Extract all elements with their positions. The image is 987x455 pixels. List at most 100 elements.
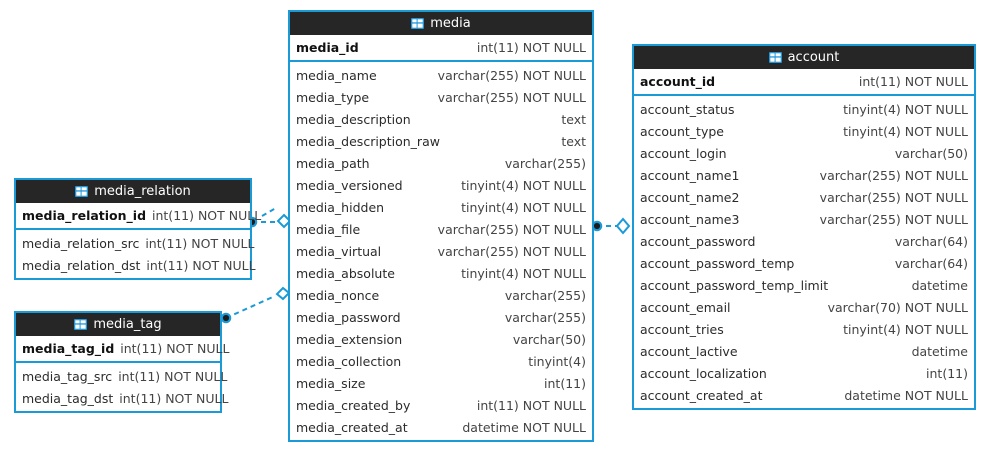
connector-open-diamond xyxy=(615,217,631,235)
column-name: account_created_at xyxy=(640,387,763,403)
column-name: account_name1 xyxy=(640,167,740,183)
column-name: media_tag_src xyxy=(22,368,113,384)
column-name: media_type xyxy=(296,89,370,105)
column-type: varchar(255) NOT NULL xyxy=(819,211,968,227)
column-type: tinyint(4) NOT NULL xyxy=(461,199,586,215)
column-name: account_status xyxy=(640,101,735,117)
column-row: media_tag_id int(11) NOT NULL xyxy=(16,336,229,361)
column-type: varchar(255) NOT NULL xyxy=(437,89,586,105)
column-row: media_created_at datetime NOT NULL xyxy=(290,416,592,438)
column-type: datetime xyxy=(911,277,968,293)
column-name: account_password_temp xyxy=(640,255,795,271)
column-type: datetime NOT NULL xyxy=(844,387,968,403)
column-name: media_relation_dst xyxy=(22,257,141,273)
entity-media-relation[interactable]: media_relation media_relation_id int(11)… xyxy=(14,178,261,280)
column-type: varchar(255) xyxy=(504,287,586,303)
column-name: media_name xyxy=(296,67,377,83)
column-row: media_id int(11) NOT NULL xyxy=(290,35,592,60)
column-name: media_id xyxy=(296,40,359,55)
column-name: account_login xyxy=(640,145,727,161)
column-row: account_created_at datetime NOT NULL xyxy=(634,384,974,406)
column-row: account_id int(11) NOT NULL xyxy=(634,69,974,94)
column-name: media_created_at xyxy=(296,419,408,435)
entity-media-tag-title: media_tag xyxy=(93,317,162,332)
column-type: text xyxy=(561,133,586,149)
connector-filled-circle xyxy=(591,220,603,232)
column-row: media_hidden tinyint(4) NOT NULL xyxy=(290,196,592,218)
column-type: varchar(255) NOT NULL xyxy=(437,243,586,259)
column-type: varchar(255) NOT NULL xyxy=(819,167,968,183)
entity-account-header: account xyxy=(634,46,974,69)
column-name: media_tag_dst xyxy=(22,390,114,406)
column-name: account_id xyxy=(640,74,716,89)
column-row: media_absolute tinyint(4) NOT NULL xyxy=(290,262,592,284)
column-type: tinyint(4) NOT NULL xyxy=(461,265,586,281)
column-type: varchar(255) NOT NULL xyxy=(437,221,586,237)
table-icon xyxy=(411,18,425,29)
column-row: media_path varchar(255) xyxy=(290,152,592,174)
column-name: account_name2 xyxy=(640,189,740,205)
entity-media-tag[interactable]: media_tag media_tag_id int(11) NOT NULL … xyxy=(14,311,229,413)
column-name: media_description xyxy=(296,111,411,127)
column-name: media_password xyxy=(296,309,401,325)
column-name: media_absolute xyxy=(296,265,395,281)
column-row: account_name3 varchar(255) NOT NULL xyxy=(634,208,974,230)
column-name: account_localization xyxy=(640,365,767,381)
column-name: media_hidden xyxy=(296,199,385,215)
column-name: media_size xyxy=(296,375,366,391)
column-name: media_nonce xyxy=(296,287,380,303)
column-row: media_virtual varchar(255) NOT NULL xyxy=(290,240,592,262)
column-row: account_email varchar(70) NOT NULL xyxy=(634,296,974,318)
column-type: varchar(255) NOT NULL xyxy=(819,189,968,205)
column-name: account_password_temp_limit xyxy=(640,277,829,293)
column-type: varchar(70) NOT NULL xyxy=(827,299,968,315)
column-type: tinyint(4) NOT NULL xyxy=(461,177,586,193)
column-name: account_name3 xyxy=(640,211,740,227)
column-row: media_file varchar(255) NOT NULL xyxy=(290,218,592,240)
table-icon xyxy=(75,186,89,197)
column-row: account_password_temp_limit datetime xyxy=(634,274,974,296)
column-name: media_file xyxy=(296,221,361,237)
entity-media-pk: media_id int(11) NOT NULL xyxy=(290,35,592,62)
column-type: int(11) NOT NULL xyxy=(146,257,256,273)
column-name: media_tag_id xyxy=(22,341,115,356)
column-name: media_created_by xyxy=(296,397,411,413)
entity-media-tag-columns: media_tag_src int(11) NOT NULL media_tag_… xyxy=(16,363,228,411)
entity-media-tag-pk: media_tag_id int(11) NOT NULL xyxy=(16,336,229,363)
entity-account-title: account xyxy=(787,50,840,65)
column-type: tinyint(4) NOT NULL xyxy=(843,321,968,337)
entity-media-title: media xyxy=(430,16,471,31)
column-row: media_relation_id int(11) NOT NULL xyxy=(16,203,261,228)
column-type: varchar(255) xyxy=(504,155,586,171)
column-type: int(11) NOT NULL xyxy=(145,235,255,251)
column-type: datetime NOT NULL xyxy=(462,419,586,435)
entity-account[interactable]: account account_id int(11) NOT NULL acco… xyxy=(632,44,976,410)
column-name: media_virtual xyxy=(296,243,382,259)
column-name: media_relation_id xyxy=(22,208,147,223)
column-type: int(11) NOT NULL xyxy=(118,368,228,384)
column-row: account_name2 varchar(255) NOT NULL xyxy=(634,186,974,208)
column-name: account_email xyxy=(640,299,731,315)
entity-media[interactable]: media media_id int(11) NOT NULL media_na… xyxy=(288,10,594,442)
connector-filled-circle xyxy=(220,312,232,324)
column-type: int(11) NOT NULL xyxy=(152,208,262,223)
column-type: varchar(64) xyxy=(894,233,968,249)
table-icon xyxy=(74,319,88,330)
column-type: varchar(50) xyxy=(512,331,586,347)
column-name: media_path xyxy=(296,155,370,171)
